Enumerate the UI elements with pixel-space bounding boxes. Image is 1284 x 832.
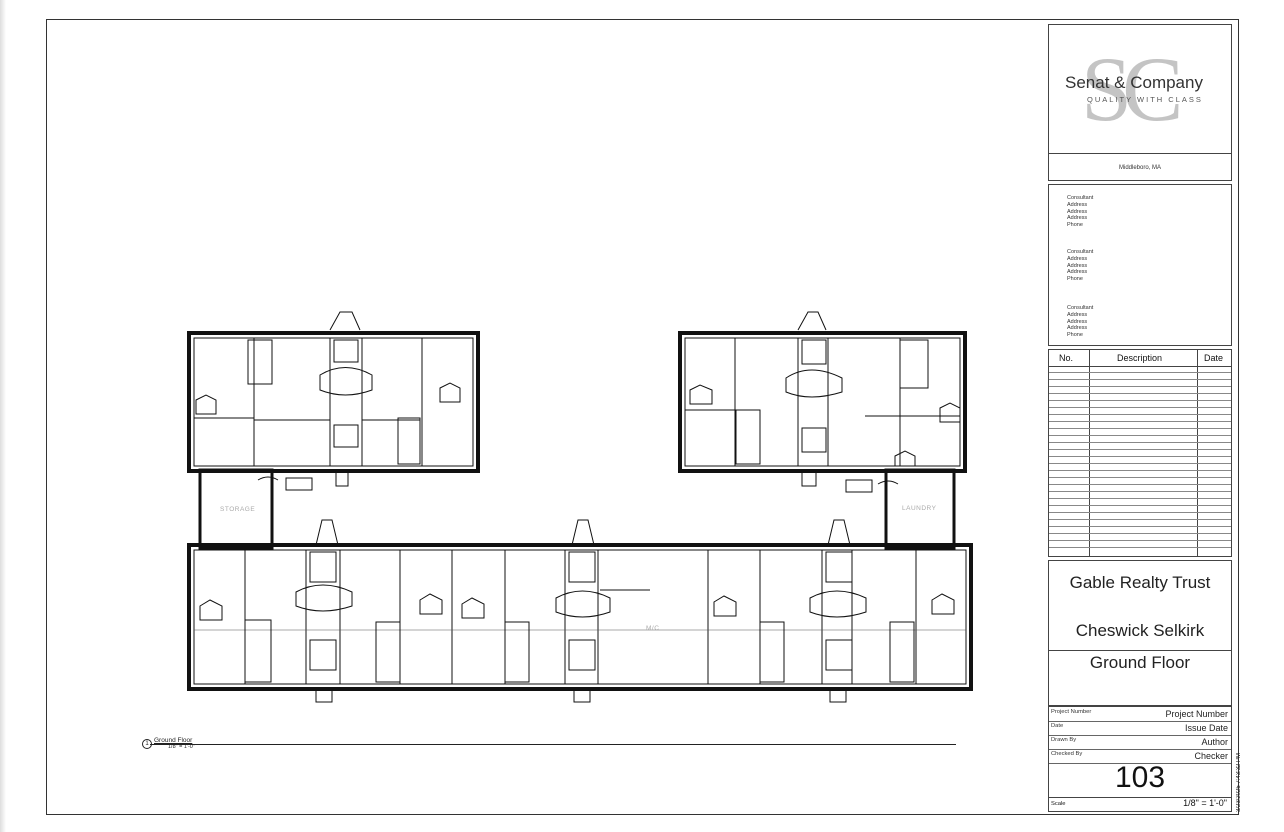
revision-row-line: [1049, 379, 1231, 380]
revision-row-line: [1049, 533, 1231, 534]
revision-row-line: [1049, 512, 1231, 513]
revision-row-line: [1049, 435, 1231, 436]
revision-row-line: [1049, 386, 1231, 387]
room-label-storage: STORAGE: [220, 506, 256, 513]
info-row-date: Date Issue Date: [1049, 721, 1231, 736]
drawing-sheet-border: [46, 19, 1239, 815]
consultant-line: Phone: [1067, 332, 1083, 339]
revision-row-line: [1049, 484, 1231, 485]
location-panel: Middleboro, MA: [1048, 153, 1232, 181]
info-value: Checker: [1194, 751, 1228, 761]
revision-row-line: [1049, 449, 1231, 450]
revision-row-line: [1049, 372, 1231, 373]
divider: [1049, 650, 1231, 651]
revisions-header: No. Description Date: [1049, 350, 1231, 367]
consultants-panel: Consultant Address Address Address Phone…: [1048, 184, 1232, 346]
consultant-line: Consultant: [1067, 305, 1094, 311]
consultant-group-2: Consultant Address Address Address Phone: [1067, 249, 1093, 283]
company-tagline: QUALITY WITH CLASS: [1087, 95, 1203, 104]
revisions-table: No. Description Date: [1048, 349, 1232, 557]
revision-row-line: [1049, 393, 1231, 394]
consultant-line: Address: [1067, 255, 1088, 262]
revisions-divider: [1089, 350, 1090, 556]
info-label: Date: [1051, 723, 1064, 729]
consultant-line: Address: [1067, 311, 1088, 318]
consultant-line: Phone: [1067, 276, 1083, 283]
info-row-checked-by: Checked By Checker: [1049, 749, 1231, 764]
revision-row-line: [1049, 526, 1231, 527]
info-label: Drawn By: [1051, 737, 1077, 743]
info-row-drawn-by: Drawn By Author: [1049, 735, 1231, 750]
company-logo-letters: SC: [1081, 38, 1183, 140]
info-value: Author: [1201, 737, 1228, 747]
revision-row-line: [1049, 505, 1231, 506]
revisions-col-date: Date: [1204, 353, 1224, 363]
revisions-col-no: No.: [1059, 353, 1074, 363]
project-panel: Gable Realty Trust Cheswick Selkirk Grou…: [1048, 560, 1232, 706]
info-row-project-number: Project Number Project Number: [1049, 707, 1231, 722]
revision-row-line: [1049, 491, 1231, 492]
consultant-group-1: Consultant Address Address Address Phone: [1067, 195, 1093, 229]
info-value: Project Number: [1165, 709, 1228, 719]
info-label: Project Number: [1051, 709, 1092, 715]
revision-row-line: [1049, 456, 1231, 457]
consultant-line: Consultant: [1067, 195, 1094, 201]
consultant-line: Address: [1067, 215, 1088, 222]
consultant-line: Address: [1067, 201, 1088, 208]
revision-row-line: [1049, 463, 1231, 464]
company-location: Middleboro, MA: [1118, 165, 1162, 171]
title-block: SC Senat & Company QUALITY WITH CLASS Mi…: [1046, 22, 1233, 814]
consultant-line: Address: [1067, 318, 1088, 325]
consultant-line: Address: [1067, 262, 1088, 269]
view-title-text: Ground Floor: [154, 737, 193, 744]
revision-row-line: [1049, 414, 1231, 415]
consultant-line: Address: [1067, 208, 1088, 215]
revision-row-line: [1049, 421, 1231, 422]
sheet-info-panel: Project Number Project Number Date Issue…: [1048, 706, 1232, 812]
scale-label: Scale: [1051, 801, 1066, 807]
consultant-group-3: Consultant Address Address Address Phone: [1067, 305, 1093, 339]
revision-row-line: [1049, 407, 1231, 408]
revision-row-line: [1049, 519, 1231, 520]
revision-row-line: [1049, 400, 1231, 401]
room-label-mech: M/C: [646, 625, 660, 632]
divider: [1049, 797, 1231, 798]
revisions-col-description: Description: [1117, 353, 1163, 363]
consultant-line: Phone: [1067, 222, 1083, 229]
info-value: Issue Date: [1184, 723, 1228, 733]
consultant-line: Address: [1067, 269, 1088, 276]
project-name: Cheswick Selkirk: [1075, 621, 1205, 640]
print-timestamp: 3/23/2025 7:43:32 PM: [1236, 752, 1242, 812]
sheet-name: Ground Floor: [1089, 653, 1191, 672]
sheet-number: 103: [1114, 761, 1166, 794]
revisions-divider: [1197, 350, 1198, 556]
consultant-line: Consultant: [1067, 249, 1094, 255]
revision-row-line: [1049, 540, 1231, 541]
revision-row-line: [1049, 442, 1231, 443]
scale-value: 1/8" = 1'-0": [1183, 798, 1227, 808]
logo-panel: SC Senat & Company QUALITY WITH CLASS: [1048, 24, 1232, 155]
company-name: Senat & Company: [1065, 73, 1203, 92]
revision-row-line: [1049, 428, 1231, 429]
client-name: Gable Realty Trust: [1069, 573, 1211, 592]
consultant-line: Address: [1067, 325, 1088, 332]
view-scale: 1/8" = 1'-0": [168, 744, 195, 750]
revision-row-line: [1049, 470, 1231, 471]
revision-row-line: [1049, 477, 1231, 478]
info-label: Checked By: [1051, 751, 1083, 757]
revision-row-line: [1049, 547, 1231, 548]
revision-row-line: [1049, 498, 1231, 499]
page-edge: [0, 0, 6, 832]
view-title-line: [150, 744, 956, 745]
room-label-laundry: LAUNDRY: [902, 505, 937, 512]
